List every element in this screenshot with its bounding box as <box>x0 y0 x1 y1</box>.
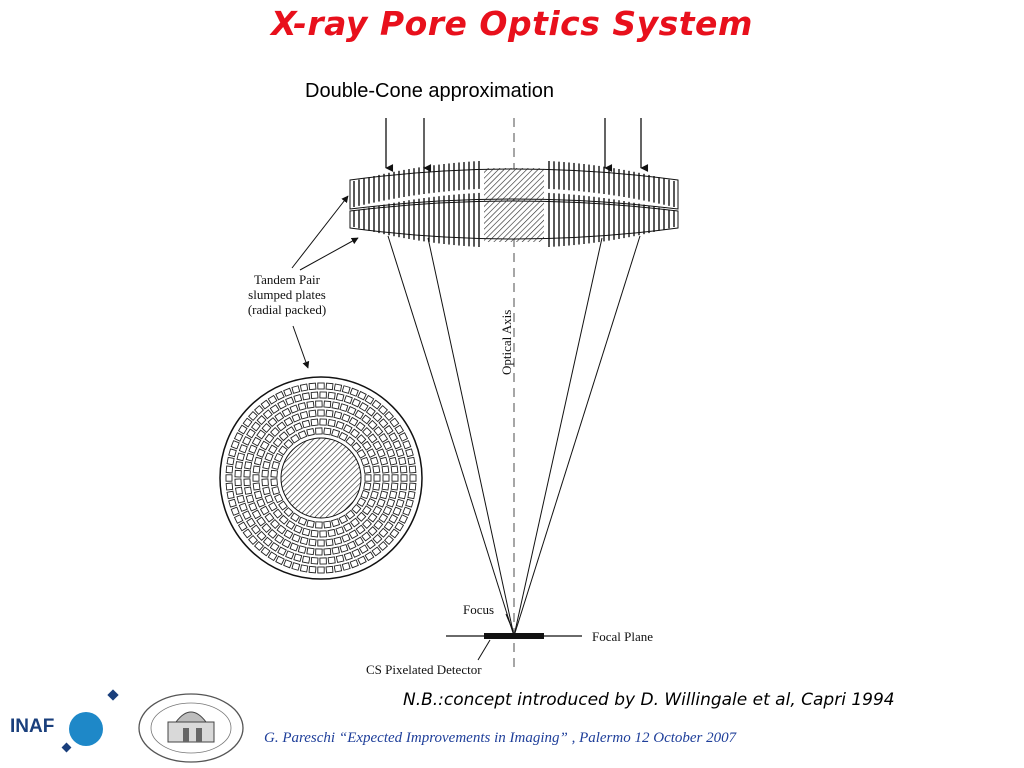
focal-plane <box>446 613 582 661</box>
observatory-seal-icon <box>138 693 244 763</box>
diagram-subtitle: Double-Cone approximation <box>305 80 555 102</box>
reflected-rays <box>387 235 641 637</box>
slide-title: X-ray Pore Optics System <box>271 4 753 43</box>
concept-note: N.B.:concept introduced by D. Willingale… <box>403 690 895 710</box>
presentation-credit: G. Pareschi “Expected Improvements in Im… <box>264 730 737 746</box>
optical-axis-label: Optical Axis <box>499 310 514 375</box>
tandem-pair-annotation: Tandem Pair slumped plates (radial packe… <box>248 195 359 369</box>
focal-plane-label: Focal Plane <box>592 629 653 644</box>
tandem-label-line1: Tandem Pair <box>254 272 321 287</box>
tandem-plates <box>349 161 679 247</box>
inaf-logo-icon <box>61 689 119 753</box>
tandem-label-line3: (radial packed) <box>248 302 326 317</box>
incident-rays <box>385 118 649 172</box>
detector-bar <box>484 633 544 639</box>
focus-label: Focus <box>463 602 494 617</box>
radial-packed-aperture <box>219 376 423 580</box>
inaf-logo-text: INAF <box>10 716 55 737</box>
tandem-label-line2: slumped plates <box>248 287 326 302</box>
detector-label: CS Pixelated Detector <box>366 662 482 677</box>
